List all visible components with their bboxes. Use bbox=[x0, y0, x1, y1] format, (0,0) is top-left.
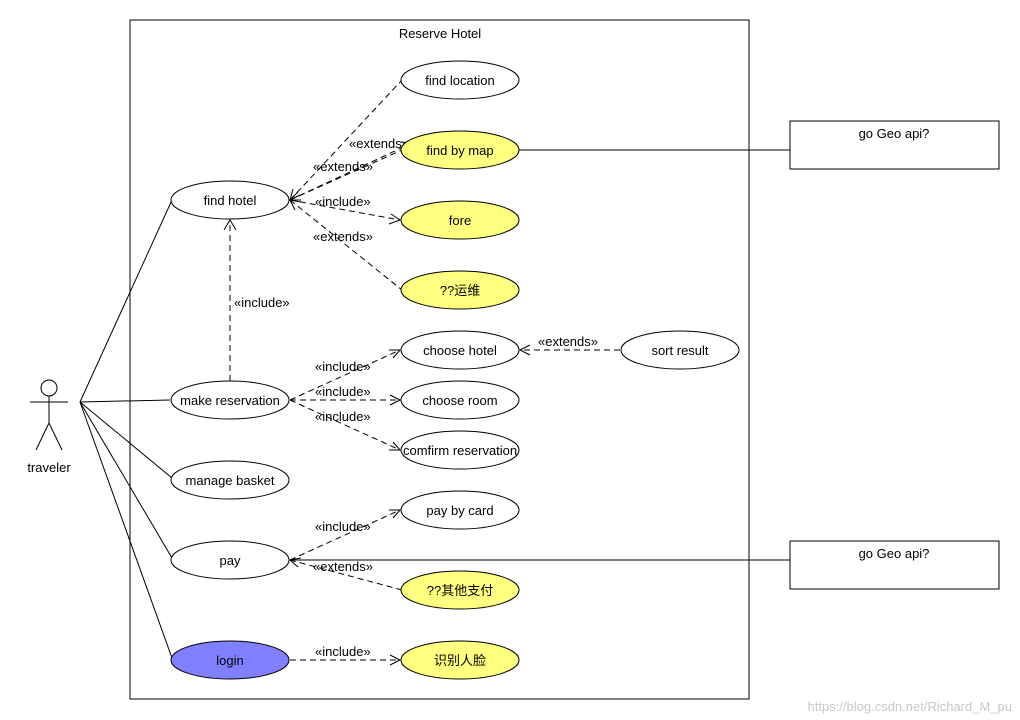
dep-find-by-map-2 bbox=[289, 142, 413, 201]
external-box-label: go Geo api? bbox=[859, 126, 930, 141]
use-case-label: login bbox=[216, 653, 243, 668]
use-case-label: pay bbox=[220, 553, 241, 568]
arrowhead-comfirm bbox=[389, 441, 402, 451]
label-pay-by-card-include: «include» bbox=[315, 519, 371, 534]
use-case-pay-by-card[interactable]: pay by card bbox=[400, 490, 520, 530]
actor-traveler[interactable]: traveler bbox=[27, 379, 71, 475]
dep-find-location bbox=[289, 79, 403, 201]
label-find-by-map-extends: «extends» bbox=[349, 136, 409, 151]
external-box-label: go Geo api? bbox=[859, 546, 930, 561]
label-other-payment-extends: «extends» bbox=[313, 559, 373, 574]
arrowhead-other-payment bbox=[288, 557, 302, 568]
use-case-label: ??其他支付 bbox=[427, 583, 493, 598]
assoc-pay bbox=[79, 401, 173, 559]
actor-head bbox=[40, 379, 58, 397]
use-case-yunwei[interactable]: ??运维 bbox=[400, 270, 520, 310]
label-sort-result-extends: «extends» bbox=[538, 334, 598, 349]
use-case-label: make reservation bbox=[180, 393, 280, 408]
arrowhead-choose-room bbox=[389, 394, 402, 406]
label-fore-include: «include» bbox=[315, 194, 371, 209]
use-case-label: find hotel bbox=[204, 193, 257, 208]
use-case-label: fore bbox=[449, 213, 471, 228]
dep-choose-hotel bbox=[289, 349, 401, 401]
use-case-make-reservation[interactable]: make reservation bbox=[170, 380, 290, 420]
use-case-face-recognition[interactable]: 识别人脸 bbox=[400, 640, 520, 680]
use-case-find-by-map[interactable]: find by map bbox=[400, 130, 520, 170]
dep-pay-by-card bbox=[289, 509, 401, 561]
use-case-sort-result[interactable]: sort result bbox=[620, 330, 740, 370]
use-case-label: find by map bbox=[426, 143, 493, 158]
label-comfirm-include: «include» bbox=[315, 409, 371, 424]
use-case-label: pay by card bbox=[426, 503, 493, 518]
dep-fore bbox=[289, 199, 401, 221]
use-case-manage-basket[interactable]: manage basket bbox=[170, 460, 290, 500]
label-reservation-include: «include» bbox=[234, 295, 290, 310]
use-case-login[interactable]: login bbox=[170, 640, 290, 680]
assoc-make-reservation bbox=[79, 399, 171, 403]
label-face-include: «include» bbox=[315, 644, 371, 659]
external-box-geo-api-bottom[interactable]: go Geo api? bbox=[789, 540, 1000, 590]
dep-comfirm bbox=[289, 399, 401, 451]
use-case-comfirm-reservation[interactable]: comfirm reservation bbox=[400, 430, 520, 470]
label-find-location-extends: «extends» bbox=[313, 159, 373, 174]
use-case-label: 识别人脸 bbox=[434, 653, 486, 668]
arrowhead-choose-hotel bbox=[389, 349, 402, 359]
use-case-pay[interactable]: pay bbox=[170, 540, 290, 580]
arrowhead-sort-result bbox=[518, 344, 531, 356]
assoc-login bbox=[79, 401, 173, 659]
use-case-label: ??运维 bbox=[440, 283, 480, 298]
label-choose-room-include: «include» bbox=[315, 384, 371, 399]
use-case-choose-room[interactable]: choose room bbox=[400, 380, 520, 420]
use-case-label: manage basket bbox=[186, 473, 275, 488]
assoc-find-hotel bbox=[79, 199, 173, 403]
use-case-choose-hotel[interactable]: choose hotel bbox=[400, 330, 520, 370]
external-box-geo-api-top[interactable]: go Geo api? bbox=[789, 120, 1000, 170]
use-case-find-location[interactable]: find location bbox=[400, 60, 520, 100]
actor-left-leg bbox=[35, 422, 50, 451]
use-case-find-hotel[interactable]: find hotel bbox=[170, 180, 290, 220]
label-choose-hotel-include: «include» bbox=[315, 359, 371, 374]
arrowhead-face bbox=[389, 654, 402, 666]
dep-yunwei bbox=[289, 199, 403, 291]
watermark-text: https://blog.csdn.net/Richard_M_pu bbox=[807, 699, 1012, 714]
actor-label: traveler bbox=[27, 460, 71, 475]
use-case-label: choose room bbox=[422, 393, 497, 408]
use-case-label: comfirm reservation bbox=[403, 443, 517, 458]
arrowhead-reservation-find-hotel bbox=[223, 219, 237, 231]
system-title: Reserve Hotel bbox=[399, 26, 481, 41]
use-case-fore[interactable]: fore bbox=[400, 200, 520, 240]
label-yunwei-extends: «extends» bbox=[313, 229, 373, 244]
use-case-label: sort result bbox=[651, 343, 708, 358]
assoc-manage-basket bbox=[79, 401, 173, 479]
arrowhead-fore bbox=[388, 213, 402, 225]
use-case-other-payment[interactable]: ??其他支付 bbox=[400, 570, 520, 610]
use-case-label: find location bbox=[425, 73, 494, 88]
use-case-label: choose hotel bbox=[423, 343, 497, 358]
arrowhead-yunwei bbox=[289, 199, 302, 211]
arrowhead-pay-by-card bbox=[389, 509, 402, 519]
actor-right-leg bbox=[48, 422, 63, 451]
